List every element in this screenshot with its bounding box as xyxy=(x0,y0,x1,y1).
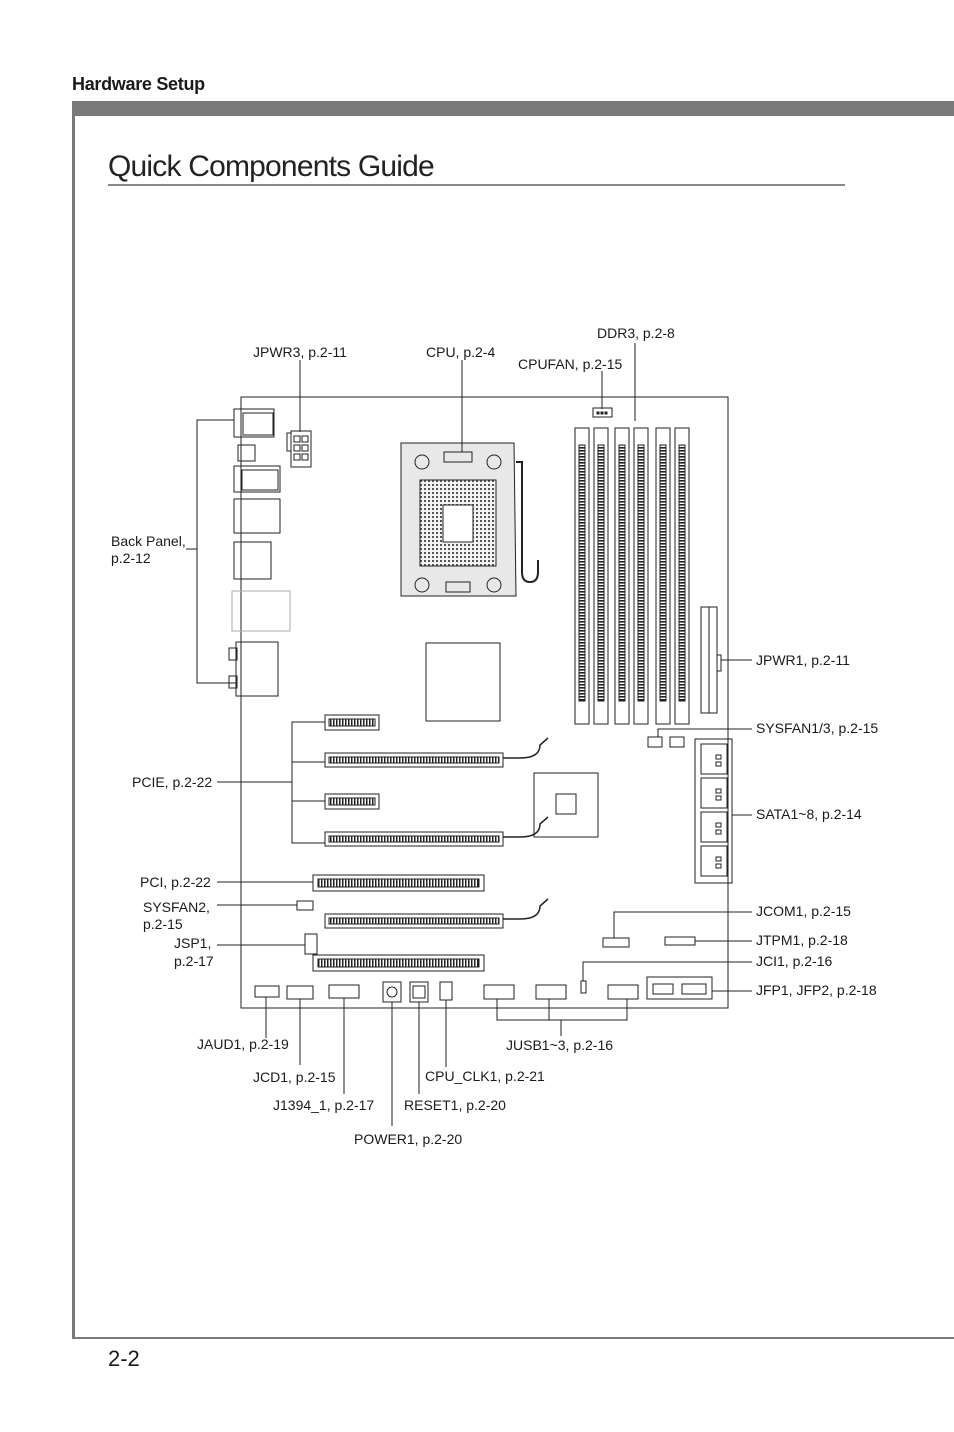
label-jusb: JUSB1~3, p.2-16 xyxy=(506,1037,613,1053)
jci1-header xyxy=(580,980,587,994)
leader-lines xyxy=(186,343,752,1126)
label-sysfan2-line2: p.2-15 xyxy=(143,916,183,932)
jtpm1-header xyxy=(664,936,696,946)
label-jtpm1: JTPM1, p.2-18 xyxy=(756,932,848,948)
label-cpufan: CPUFAN, p.2-15 xyxy=(518,356,622,372)
label-jcd1: JCD1, p.2-15 xyxy=(253,1069,336,1085)
pci-slots xyxy=(312,874,485,972)
cpu-socket xyxy=(400,442,539,597)
sata-connectors xyxy=(694,738,733,884)
jcom1-header xyxy=(602,937,630,948)
chipset-southbridge xyxy=(533,772,599,838)
pcie-x16-slots xyxy=(324,737,549,929)
jsp1-connector xyxy=(304,933,318,955)
label-pcie: PCIE, p.2-22 xyxy=(132,774,212,790)
page-title: Quick Components Guide xyxy=(108,150,435,183)
section-heading: Hardware Setup xyxy=(72,74,205,94)
chipset-northbridge xyxy=(425,642,501,722)
label-j1394: J1394_1, p.2-17 xyxy=(273,1097,374,1113)
jusb3-header xyxy=(607,984,639,1000)
left-border xyxy=(72,101,75,1339)
label-pci: PCI, p.2-22 xyxy=(140,874,211,890)
page-number: 2-2 xyxy=(108,1346,140,1371)
jpwr3-connector xyxy=(286,430,312,468)
back-panel xyxy=(228,408,291,697)
sysfan2-header xyxy=(296,900,314,911)
label-jpwr3: JPWR3, p.2-11 xyxy=(253,344,347,360)
label-jci1: JCI1, p.2-16 xyxy=(756,953,832,969)
title-underline xyxy=(108,184,845,186)
jfp-headers xyxy=(646,976,713,1000)
label-ddr3: DDR3, p.2-8 xyxy=(597,325,675,341)
label-backpanel-line1: Back Panel, xyxy=(111,533,186,549)
jaud1-header xyxy=(254,985,280,998)
label-power1: POWER1, p.2-20 xyxy=(354,1131,462,1147)
header-bar xyxy=(75,101,954,116)
label-sysfan2-line1: SYSFAN2, xyxy=(143,899,210,915)
j1394-header xyxy=(328,984,360,999)
label-sysfan13: SYSFAN1/3, p.2-15 xyxy=(756,720,878,736)
label-jfp: JFP1, JFP2, p.2-18 xyxy=(756,982,877,998)
label-jcom1: JCOM1, p.2-15 xyxy=(756,903,851,919)
label-jsp1-line2: p.2-17 xyxy=(174,953,214,969)
label-cpuclk1: CPU_CLK1, p.2-21 xyxy=(425,1068,545,1084)
label-jaud1: JAUD1, p.2-19 xyxy=(197,1036,289,1052)
label-jpwr1: JPWR1, p.2-11 xyxy=(756,652,850,668)
jcd1-header xyxy=(286,985,314,1000)
board-outline xyxy=(240,396,729,1009)
power-button xyxy=(382,981,402,1003)
cpufan-header xyxy=(592,407,613,418)
jpwr1-connector xyxy=(700,606,722,714)
jusb1-header xyxy=(483,984,515,1000)
label-reset1: RESET1, p.2-20 xyxy=(404,1097,506,1113)
label-jsp1-line1: JSP1, xyxy=(174,935,211,951)
reset-button xyxy=(409,981,429,1003)
label-backpanel-line2: p.2-12 xyxy=(111,550,151,566)
jusb2-header xyxy=(535,984,567,1000)
ddr3-slots xyxy=(574,427,690,725)
sysfan13-headers xyxy=(647,736,685,748)
cpu-clk1-switch xyxy=(439,981,453,1001)
label-cpu: CPU, p.2-4 xyxy=(426,344,495,360)
bottom-border xyxy=(72,1337,954,1339)
label-sata: SATA1~8, p.2-14 xyxy=(756,806,862,822)
